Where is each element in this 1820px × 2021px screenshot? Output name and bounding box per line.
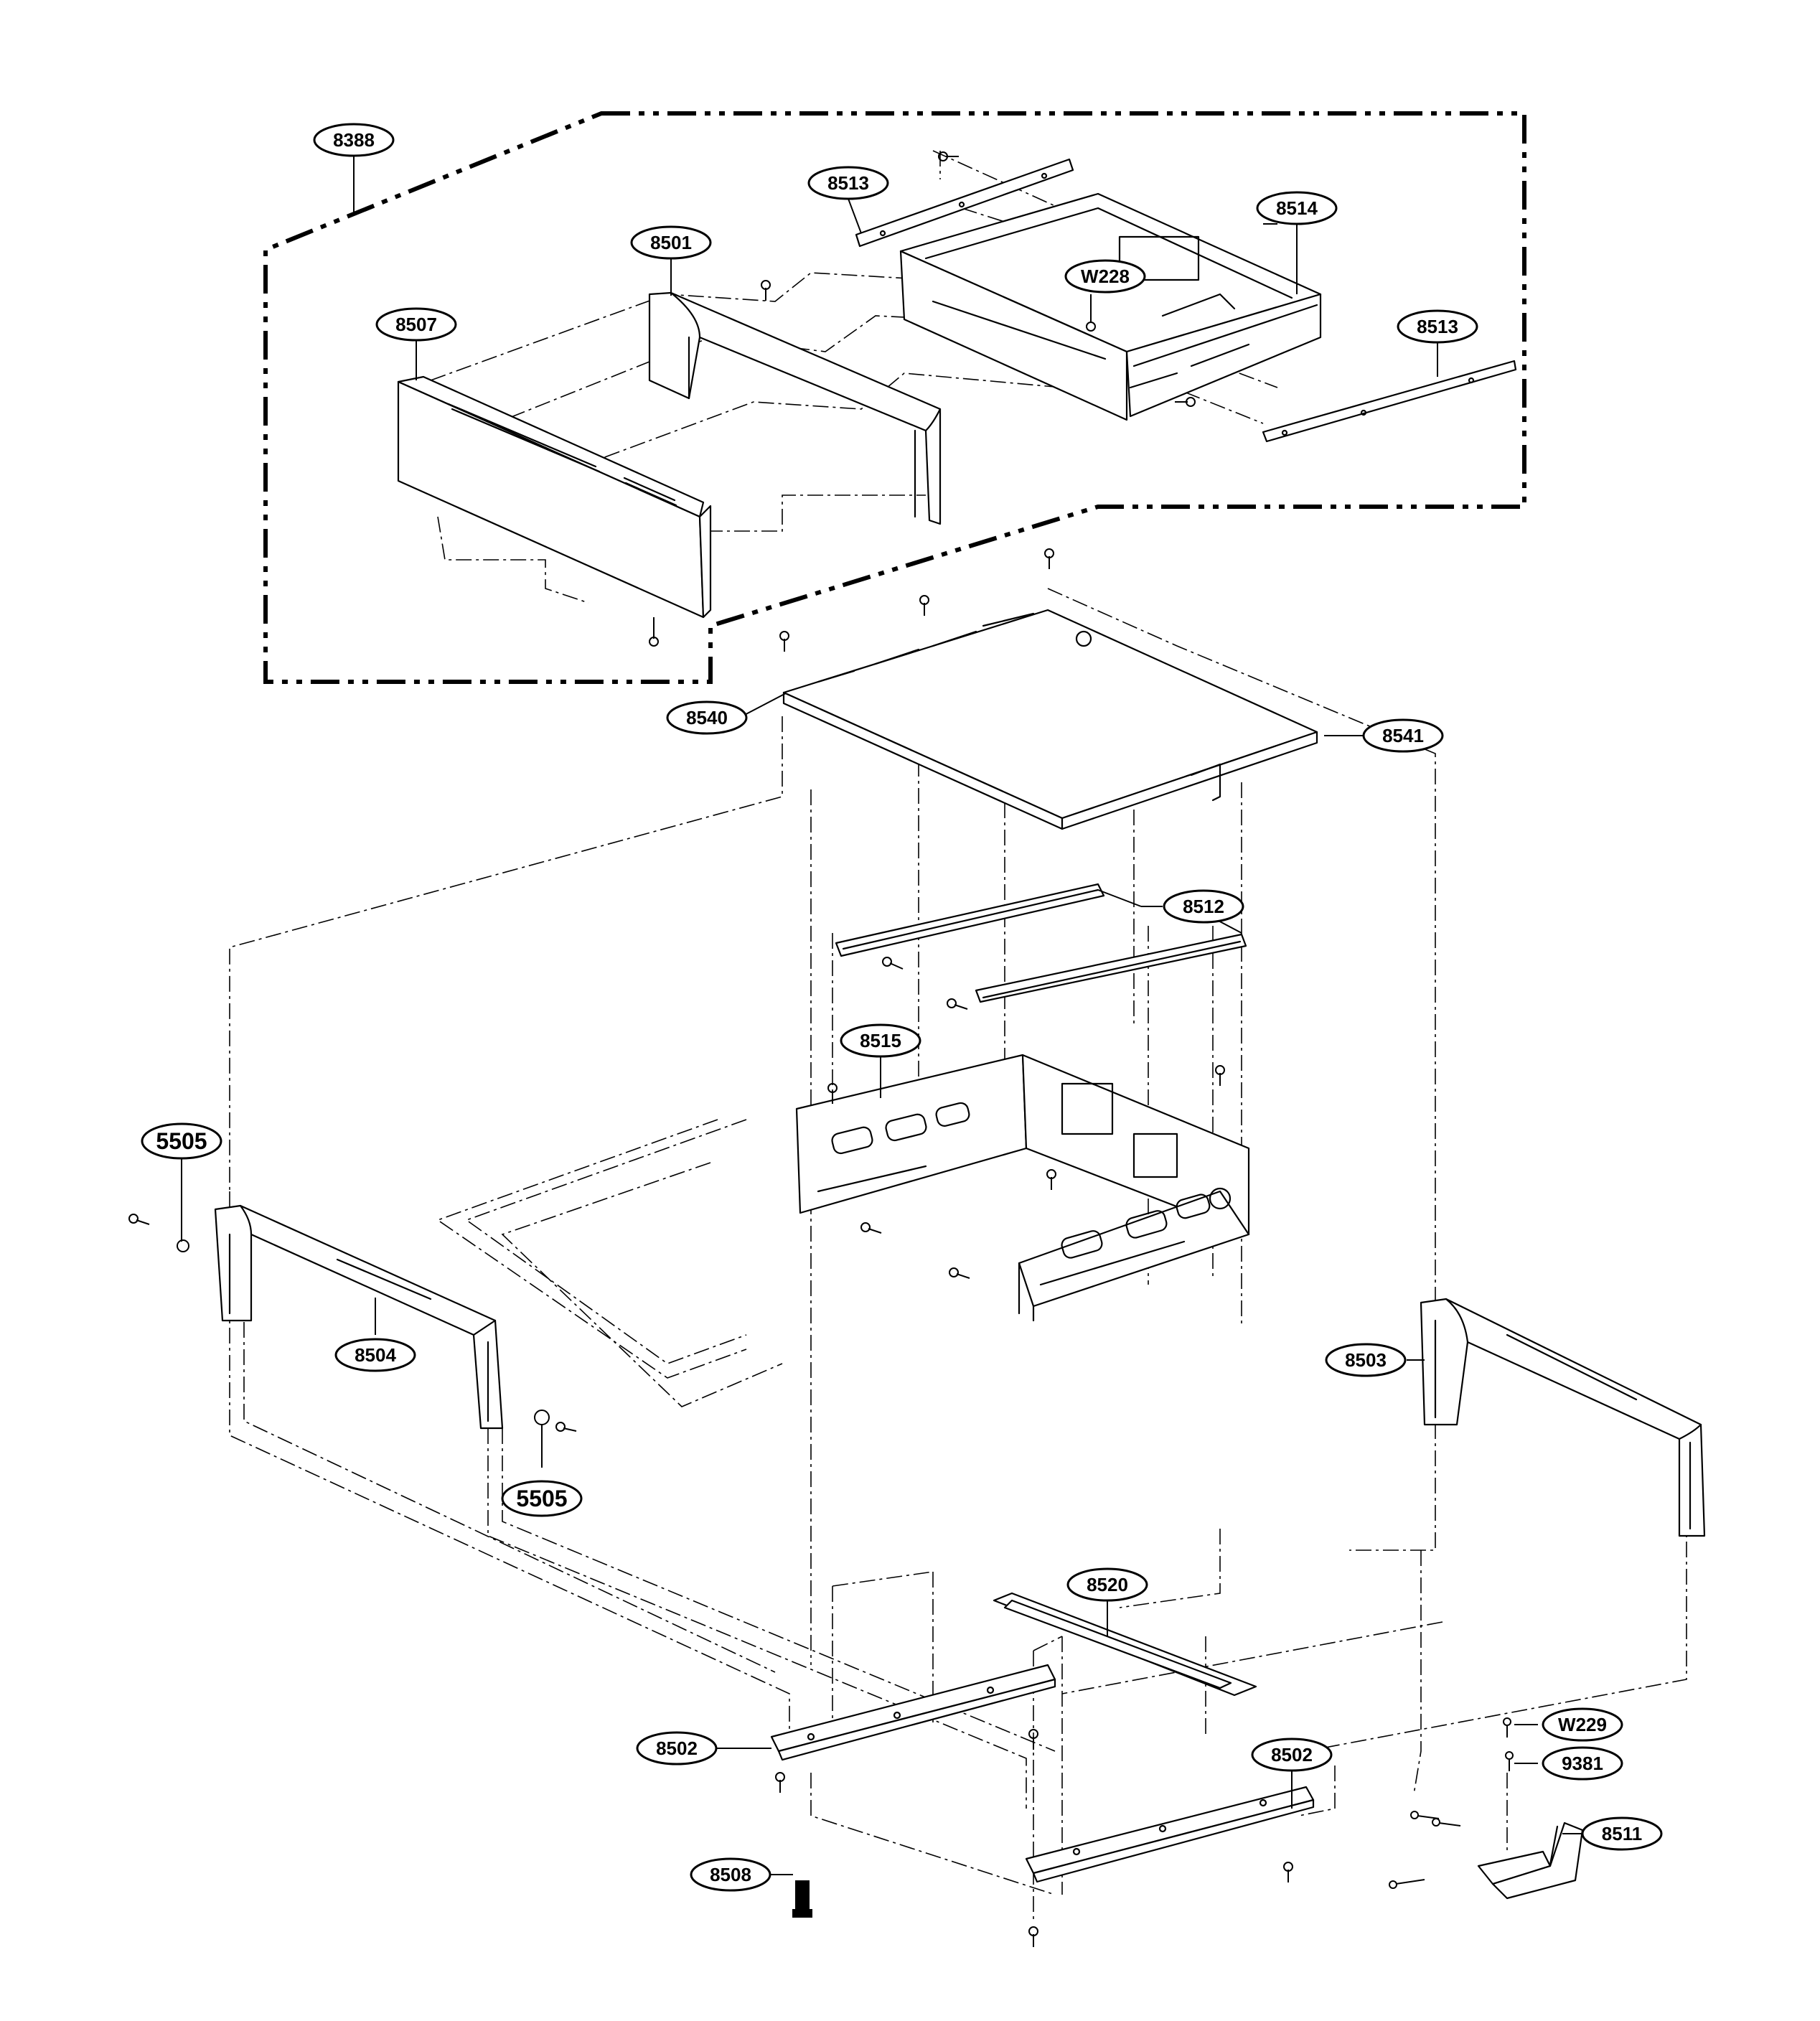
callout-8508: 8508 xyxy=(690,1857,771,1892)
support-rail-rear xyxy=(975,933,1247,1003)
svg-text:8515: 8515 xyxy=(860,1030,901,1051)
drawer-tub xyxy=(899,192,1322,421)
svg-text:W228: W228 xyxy=(1081,266,1130,287)
svg-text:8520: 8520 xyxy=(1087,1574,1128,1595)
callout-8388: 8388 xyxy=(313,123,395,157)
svg-text:W229: W229 xyxy=(1558,1714,1607,1735)
callout-8541: 8541 xyxy=(1362,718,1444,753)
callout-8504: 8504 xyxy=(334,1338,416,1372)
callout-8502-left: 8502 xyxy=(636,1731,718,1766)
support-rail-front xyxy=(835,883,1105,957)
drawer-slide-rail-lower xyxy=(1262,360,1517,443)
screws xyxy=(128,151,1514,1947)
svg-text:8541: 8541 xyxy=(1382,725,1424,746)
svg-text:8511: 8511 xyxy=(1602,1823,1642,1844)
drawer-slide-rail-upper xyxy=(855,158,1074,248)
callout-8511: 8511 xyxy=(1581,1816,1663,1851)
cross-brace xyxy=(993,1592,1257,1697)
callout-9381: 9381 xyxy=(1542,1746,1623,1781)
top-cover-plate xyxy=(782,609,1318,830)
svg-text:8512: 8512 xyxy=(1183,896,1224,917)
callout-w229: W229 xyxy=(1542,1707,1623,1742)
base-bracket-right xyxy=(1025,1786,1315,1883)
callout-8513-lower: 8513 xyxy=(1397,309,1478,344)
callout-8540: 8540 xyxy=(666,700,748,735)
svg-text:5505: 5505 xyxy=(516,1486,567,1511)
callout-8514: 8514 xyxy=(1256,191,1338,225)
callout-w228: W228 xyxy=(1064,259,1146,294)
svg-text:8388: 8388 xyxy=(333,129,375,151)
svg-text:8508: 8508 xyxy=(710,1864,751,1885)
svg-text:8501: 8501 xyxy=(650,232,692,253)
svg-text:8502: 8502 xyxy=(656,1738,698,1759)
svg-text:8513: 8513 xyxy=(827,172,869,194)
callout-8502-right: 8502 xyxy=(1251,1738,1333,1772)
svg-text:5505: 5505 xyxy=(156,1128,207,1154)
drawer-front-panel xyxy=(397,375,712,619)
base-bracket-left xyxy=(770,1664,1056,1761)
svg-text:8502: 8502 xyxy=(1271,1744,1313,1766)
callout-8513-upper: 8513 xyxy=(807,166,889,200)
callout-8501: 8501 xyxy=(630,225,712,260)
svg-text:8504: 8504 xyxy=(355,1344,396,1366)
svg-text:8513: 8513 xyxy=(1417,316,1458,337)
center-panel-assembly xyxy=(795,1054,1250,1322)
right-side-frame xyxy=(1420,1298,1706,1537)
svg-text:8503: 8503 xyxy=(1345,1349,1387,1371)
drawer-inner-frame xyxy=(648,291,942,525)
callout-8512: 8512 xyxy=(1163,889,1244,924)
callout-8520: 8520 xyxy=(1066,1567,1148,1602)
svg-text:8540: 8540 xyxy=(686,707,728,728)
callout-8507: 8507 xyxy=(375,307,457,342)
callout-5505-left: 5505 xyxy=(141,1122,222,1160)
svg-text:8507: 8507 xyxy=(395,314,437,335)
callout-8503: 8503 xyxy=(1325,1343,1407,1377)
svg-text:9381: 9381 xyxy=(1562,1753,1603,1774)
svg-text:8514: 8514 xyxy=(1276,197,1318,219)
callout-8515: 8515 xyxy=(840,1023,921,1058)
callout-5505-right: 5505 xyxy=(501,1480,583,1517)
left-side-frame xyxy=(214,1204,504,1430)
